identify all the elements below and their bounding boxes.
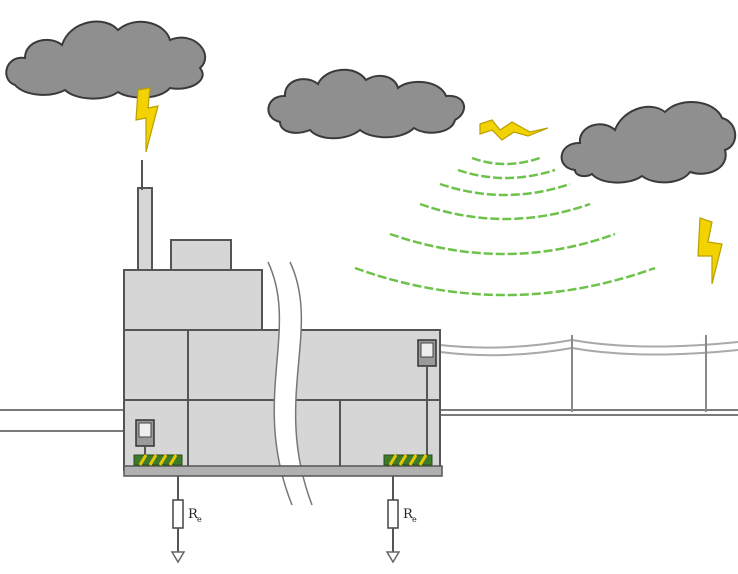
resistor-label: R [188, 507, 199, 522]
earth-symbol-icon [170, 551, 186, 564]
upper-block [123, 269, 263, 333]
cloud-icon [267, 68, 466, 140]
earth-resistor-right: R e [385, 476, 417, 564]
chimney [137, 187, 153, 273]
earthing-bar-left [133, 454, 183, 466]
resistor-label-sub: e [412, 515, 417, 524]
cloud-icon [560, 100, 737, 184]
cloud-icon [5, 20, 207, 100]
earth-resistor-left: R e [170, 476, 202, 564]
roof-structure [170, 239, 232, 273]
equipment-box-right [417, 339, 437, 456]
electromagnetic-waves [354, 156, 656, 297]
building [123, 160, 441, 471]
earth-symbol-icon [385, 551, 401, 564]
lightning-bolt-icon [479, 119, 549, 141]
earthing-bar-right [383, 454, 433, 466]
floor-slab [123, 465, 443, 477]
equipment-box-left [135, 419, 155, 456]
resistor-label: R [403, 507, 414, 522]
overhead-power-line [439, 335, 738, 412]
lightning-bolt-icon [135, 87, 159, 153]
resistor-label-sub: e [197, 515, 202, 524]
lightning-bolt-icon [697, 217, 723, 285]
